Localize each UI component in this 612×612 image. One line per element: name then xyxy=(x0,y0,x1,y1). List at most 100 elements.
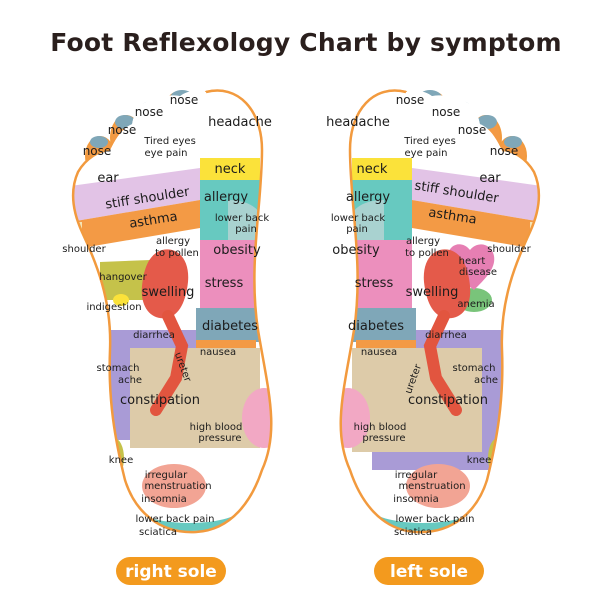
left-foot-outline xyxy=(339,89,541,534)
right-label-stress: stress xyxy=(205,276,244,291)
right-label-stomach-2: ache xyxy=(118,375,142,386)
left-zone-neck xyxy=(352,158,412,180)
right-label-diarrhea: diarrhea xyxy=(133,330,175,341)
right-label-nose-1: nose xyxy=(170,93,199,107)
left-label-blood-1: high blood xyxy=(354,422,407,433)
left-zone-ureter xyxy=(423,310,462,416)
right-label-irregular-1: irregular xyxy=(145,470,188,481)
right-zone-high-blood-pressure xyxy=(242,388,272,448)
left-label-heart-2: disease xyxy=(459,267,497,278)
left-label-insomnia: insomnia xyxy=(393,494,438,505)
left-label-constipation: constipation xyxy=(408,393,488,408)
left-label-diabetes: diabetes xyxy=(348,319,404,334)
right-label-nausea: nausea xyxy=(200,347,236,358)
right-zone-neck xyxy=(200,158,260,180)
left-label-nose-1: nose xyxy=(396,93,425,107)
right-zone-obesity xyxy=(200,240,262,318)
right-label-pollen-2: to pollen xyxy=(155,248,199,259)
right-label-tired-eyes-2: eye pain xyxy=(145,148,188,159)
left-label-sciatica: sciatica xyxy=(394,527,432,538)
left-label-diarrhea: diarrhea xyxy=(425,330,467,341)
right-label-knee: knee xyxy=(109,455,133,466)
left-label-nose-2: nose xyxy=(432,105,461,119)
left-label-stomach-2: ache xyxy=(474,375,498,386)
left-label-ear: ear xyxy=(479,171,501,186)
right-label-nose-4: nose xyxy=(83,144,112,158)
left-label-irregular-1: irregular xyxy=(395,470,438,481)
right-sole: nose nose nose nose headache Tired eyes … xyxy=(62,89,273,585)
right-label-insomnia: insomnia xyxy=(141,494,186,505)
left-nose-tip-4 xyxy=(504,136,522,148)
left-label-neck: neck xyxy=(357,162,388,177)
chart-title: Foot Reflexology Chart by symptom xyxy=(50,28,562,57)
right-label-blood-1: high blood xyxy=(190,422,243,433)
right-zone-stomach xyxy=(100,330,196,440)
left-label-knee: knee xyxy=(467,455,491,466)
left-label-tired-eyes-2: eye pain xyxy=(405,148,448,159)
right-zone-ureter xyxy=(150,310,189,416)
left-zone-diabetes xyxy=(348,308,416,342)
right-label-pollen-1: allergy xyxy=(156,236,190,247)
left-label-pollen-1: allergy xyxy=(406,236,440,247)
right-label-sciatica: sciatica xyxy=(139,527,177,538)
left-label-irregular-2: menstruation xyxy=(398,481,465,492)
right-label-irregular-2: menstruation xyxy=(144,481,211,492)
right-sole-caption: right sole xyxy=(125,562,217,582)
right-label-nose-3: nose xyxy=(108,123,137,137)
left-label-blood-2: pressure xyxy=(362,433,405,444)
right-zone-indigestion xyxy=(113,294,129,306)
right-label-constipation: constipation xyxy=(120,393,200,408)
left-label-obesity: obesity xyxy=(332,243,380,258)
right-foot-outline xyxy=(71,89,273,534)
left-zone-asthma xyxy=(412,200,539,250)
right-label-nose-2: nose xyxy=(135,105,164,119)
right-label-blood-2: pressure xyxy=(198,433,241,444)
right-zone-diabetes xyxy=(196,308,264,342)
left-sole-caption-pill xyxy=(374,557,484,585)
right-label-diabetes: diabetes xyxy=(202,319,258,334)
left-label-pollen-2: to pollen xyxy=(405,248,449,259)
left-zone-constipation xyxy=(352,348,482,452)
left-zone-heart-disease xyxy=(447,244,495,290)
left-label-lower-back-1: lower back xyxy=(331,213,385,224)
left-zone-high-blood-pressure xyxy=(340,388,370,448)
left-label-lower-back-pain: lower back pain xyxy=(395,514,474,525)
left-label-lower-back-2: pain xyxy=(346,224,368,235)
right-label-lower-back-2: pain xyxy=(235,224,257,235)
right-label-neck: neck xyxy=(215,162,246,177)
right-zone-constipation xyxy=(130,348,260,448)
right-zone-stiff-shoulder xyxy=(73,168,200,222)
right-label-hangover: hangover xyxy=(99,272,147,283)
right-label-swelling: swelling xyxy=(142,285,195,300)
right-label-ear: ear xyxy=(97,171,119,186)
left-label-allergy: allergy xyxy=(346,190,391,205)
right-label-lower-back-pain: lower back pain xyxy=(135,514,214,525)
left-sole: nose nose nose nose headache Tired eyes … xyxy=(326,89,541,585)
right-label-indigestion: indigestion xyxy=(86,302,141,313)
right-nose-tip-4 xyxy=(90,136,108,148)
left-zone-stiff-shoulder xyxy=(412,168,539,222)
right-label-tired-eyes-1: Tired eyes xyxy=(143,136,196,147)
left-label-shoulder: shoulder xyxy=(487,244,531,255)
left-zone-swelling xyxy=(423,249,471,319)
left-label-heart-1: heart xyxy=(459,256,486,267)
right-label-obesity: obesity xyxy=(213,243,261,258)
right-zone-swelling xyxy=(141,249,189,319)
right-label-stomach-1: stomach xyxy=(97,363,140,374)
right-label-shoulder: shoulder xyxy=(62,244,106,255)
left-label-nose-4: nose xyxy=(490,144,519,158)
right-label-allergy: allergy xyxy=(204,190,249,205)
left-label-anemia: anemia xyxy=(457,299,494,310)
right-sole-caption-pill xyxy=(116,557,226,585)
left-label-stomach-1: stomach xyxy=(453,363,496,374)
left-sole-caption: left sole xyxy=(390,562,468,582)
left-zone-irregular xyxy=(406,464,470,508)
right-zone-irregular xyxy=(142,464,206,508)
left-label-nausea: nausea xyxy=(361,347,397,358)
right-zone-asthma xyxy=(73,200,200,250)
left-label-swelling: swelling xyxy=(406,285,459,300)
right-label-lower-back-1: lower back xyxy=(215,213,269,224)
left-label-nose-3: nose xyxy=(458,123,487,137)
